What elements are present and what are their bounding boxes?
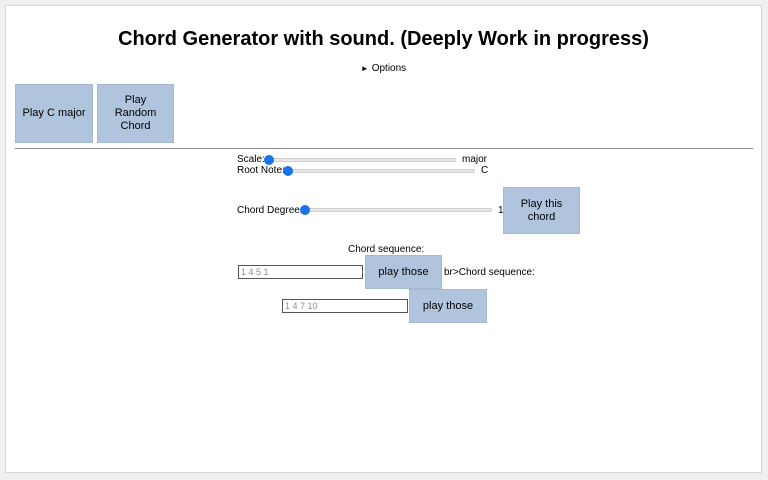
root-note-value: C <box>481 165 489 176</box>
play-random-chord-button[interactable]: Play Random Chord <box>97 84 174 143</box>
options-label: Options <box>371 63 407 74</box>
root-note-label: Root Note: <box>237 165 285 176</box>
chord-degree-slider-thumb[interactable] <box>300 205 310 215</box>
root-note-slider-track <box>283 169 475 173</box>
chord-degree-value: 1 <box>498 205 504 216</box>
triangle-right-icon: ► <box>360 64 369 73</box>
chord-degree-slider[interactable] <box>300 203 492 217</box>
scale-slider[interactable] <box>264 153 456 167</box>
options-toggle[interactable]: ►Options <box>6 63 761 74</box>
chord-sequence-label: Chord sequence: <box>348 244 425 255</box>
chord-sequence-input[interactable]: 1 4 5 1 <box>238 265 363 279</box>
page-container: Chord Generator with sound. (Deeply Work… <box>5 5 762 473</box>
scale-slider-track <box>264 158 456 162</box>
scale-slider-thumb[interactable] <box>264 155 274 165</box>
root-note-slider-thumb[interactable] <box>283 166 293 176</box>
page-title: Chord Generator with sound. (Deeply Work… <box>118 28 649 50</box>
play-this-chord-button[interactable]: Play this chord <box>503 187 580 234</box>
root-note-slider[interactable] <box>283 164 475 178</box>
play-c-major-button[interactable]: Play C major <box>15 84 93 143</box>
play-those-button[interactable]: play those <box>365 255 442 289</box>
scale-value: major <box>462 154 488 165</box>
chord-degree-label: Chord Degree: <box>237 205 303 216</box>
scale-label: Scale: <box>237 154 265 165</box>
divider <box>15 148 753 149</box>
chord-degree-slider-track <box>300 208 492 212</box>
chord-sequence-input-2[interactable]: 1 4 7 10 <box>282 299 408 313</box>
stray-chord-sequence-text: br>Chord sequence: <box>444 267 535 278</box>
play-those-button-2[interactable]: play those <box>409 289 487 323</box>
